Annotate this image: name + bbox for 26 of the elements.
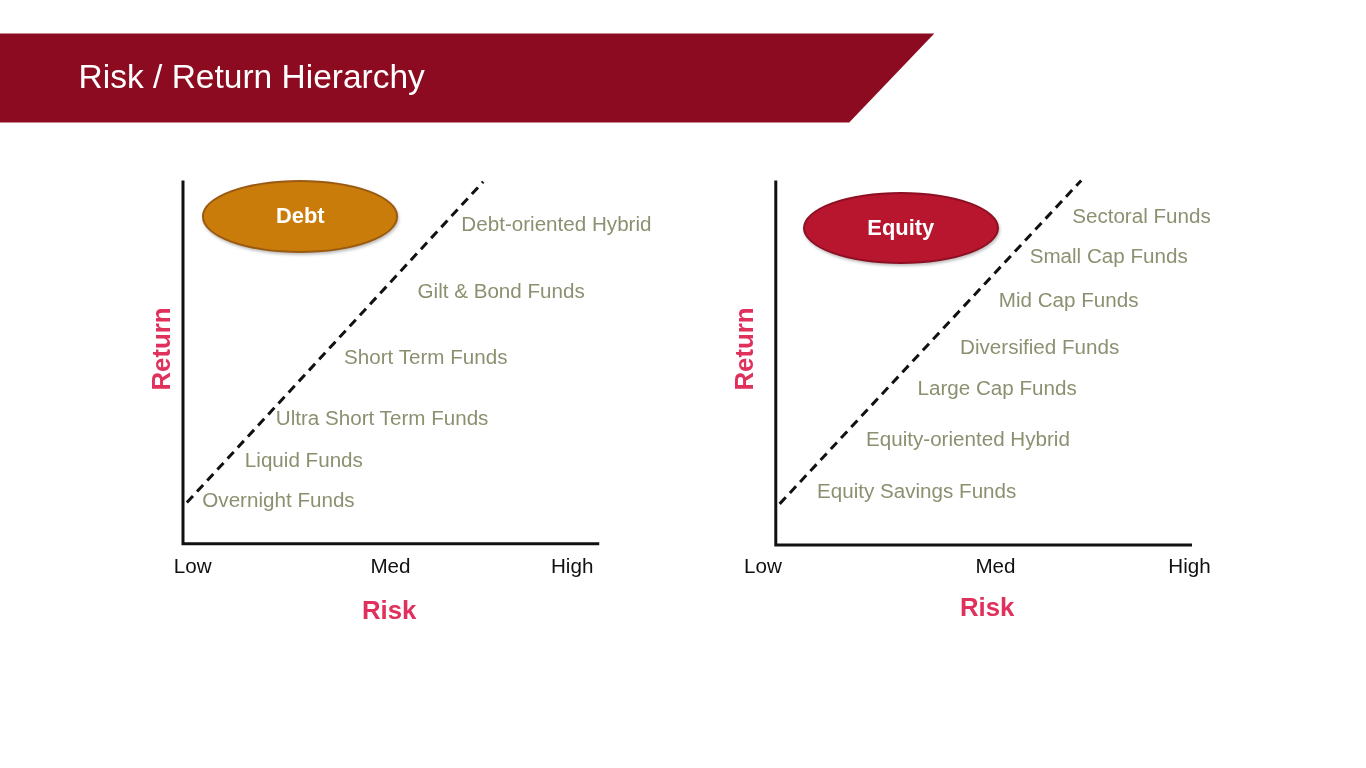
axis-title: Return [728, 307, 759, 391]
category-ellipse: Equity [802, 192, 999, 265]
fund-category-label: Equity-oriented Hybrid [866, 427, 1070, 452]
fund-category-label: Debt-oriented Hybrid [461, 211, 652, 237]
fund-category-label: Diversified Funds [960, 334, 1120, 359]
fund-category-label: Sectoral Funds [1072, 204, 1211, 229]
category-ellipse: Debt [202, 180, 399, 253]
axis-tick-label: Med [975, 553, 1016, 579]
fund-category-label: Gilt & Bond Funds [417, 278, 585, 304]
fund-category-label: Overnight Funds [202, 487, 355, 513]
fund-category-label: Mid Cap Funds [998, 287, 1139, 313]
fund-category-label: Liquid Funds [244, 447, 363, 473]
axis-tick-label: High [551, 553, 594, 579]
axis-tick-label: Med [370, 553, 411, 579]
axis-title: Return [145, 307, 176, 391]
axis-tick-label: High [1168, 553, 1211, 579]
fund-category-label: Equity Savings Funds [817, 478, 1017, 504]
slide-title: Risk / Return Hierarchy [78, 57, 425, 98]
axis-tick-label: Low [744, 553, 782, 579]
fund-category-label: Small Cap Funds [1029, 244, 1188, 269]
fund-category-label: Ultra Short Term Funds [275, 405, 489, 430]
axis-title: Risk [959, 591, 1015, 623]
fund-category-label: Short Term Funds [344, 344, 508, 370]
axis-title: Risk [361, 594, 417, 625]
fund-category-label: Large Cap Funds [917, 375, 1077, 401]
axis-tick-label: Low [173, 553, 212, 579]
